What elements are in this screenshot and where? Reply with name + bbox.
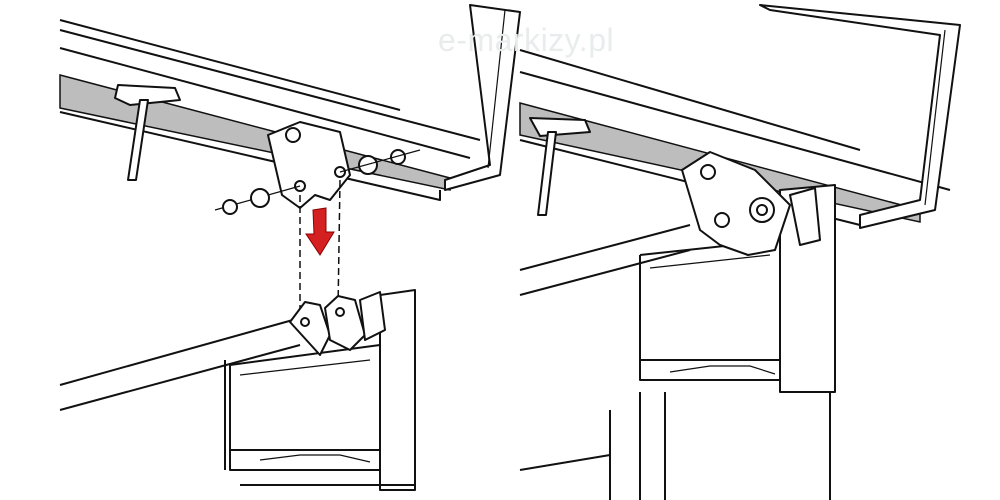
bracket-top-left	[114, 84, 421, 215]
right-panel	[519, 4, 961, 500]
guide-line	[337, 179, 341, 311]
cassette-profile-right	[519, 151, 836, 393]
rail-beam-left	[59, 4, 521, 201]
watermark: e-markizy.pl	[438, 22, 615, 58]
support-column	[519, 392, 831, 500]
down-arrow-icon	[305, 207, 335, 256]
left-panel	[59, 4, 521, 491]
cassette-profile-left	[59, 289, 416, 491]
